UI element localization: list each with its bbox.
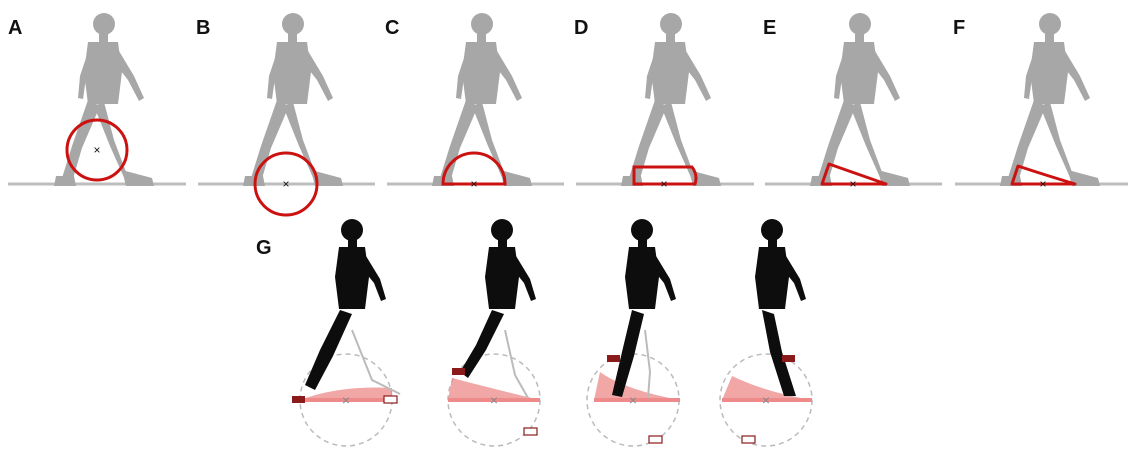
center-cross: × — [490, 392, 498, 408]
panel-label-e: E — [763, 17, 776, 39]
panel-f: × — [955, 13, 1128, 191]
panel-label-b: B — [196, 17, 210, 39]
center-cross: × — [282, 177, 289, 191]
heel-marker — [607, 355, 620, 362]
lead-leg — [612, 310, 644, 397]
panel-label-c: C — [385, 17, 399, 39]
panel-a: × — [8, 13, 186, 186]
trailing-leg-outline — [352, 330, 400, 394]
center-cross: × — [629, 392, 637, 408]
panel-b: × — [198, 13, 375, 215]
center-cross: × — [470, 177, 477, 191]
panel-label-a: A — [8, 17, 22, 39]
center-cross: × — [342, 392, 350, 408]
walker-figure — [485, 219, 536, 309]
center-cross: × — [660, 177, 667, 191]
lead-leg — [305, 310, 352, 390]
lead-leg — [460, 310, 504, 378]
walker-silhouette — [621, 13, 721, 186]
heel-marker — [292, 396, 305, 403]
lead-leg — [762, 310, 796, 396]
panel-label-g: G — [256, 237, 272, 259]
walker-figure — [755, 219, 806, 309]
toe-marker — [649, 436, 662, 443]
center-cross: × — [1039, 177, 1046, 191]
panel-d: × — [576, 13, 754, 191]
panel-label-d: D — [574, 17, 588, 39]
walker-silhouette — [432, 13, 532, 186]
panel-e: × — [765, 13, 942, 191]
panel-label-f: F — [953, 17, 965, 39]
walker-figure — [335, 219, 386, 309]
heel-marker — [452, 368, 465, 375]
walker-silhouette — [1000, 13, 1100, 186]
toe-marker — [742, 436, 755, 443]
walker-figure — [625, 219, 676, 309]
walker-silhouette — [243, 13, 343, 186]
trailing-leg-outline — [645, 330, 650, 398]
toe-marker — [384, 396, 397, 403]
g-frame-1: × — [292, 219, 400, 446]
g-frame-2: × — [448, 219, 540, 446]
g-frame-4: × — [720, 219, 812, 446]
trailing-leg-outline — [505, 330, 528, 398]
toe-marker — [524, 428, 537, 435]
walker-silhouette — [810, 13, 910, 186]
center-cross: × — [762, 392, 770, 408]
heel-marker — [782, 355, 795, 362]
g-frame-3: × — [587, 219, 680, 446]
center-cross: × — [849, 177, 856, 191]
panel-c: × — [387, 13, 564, 191]
center-cross: × — [93, 143, 100, 157]
